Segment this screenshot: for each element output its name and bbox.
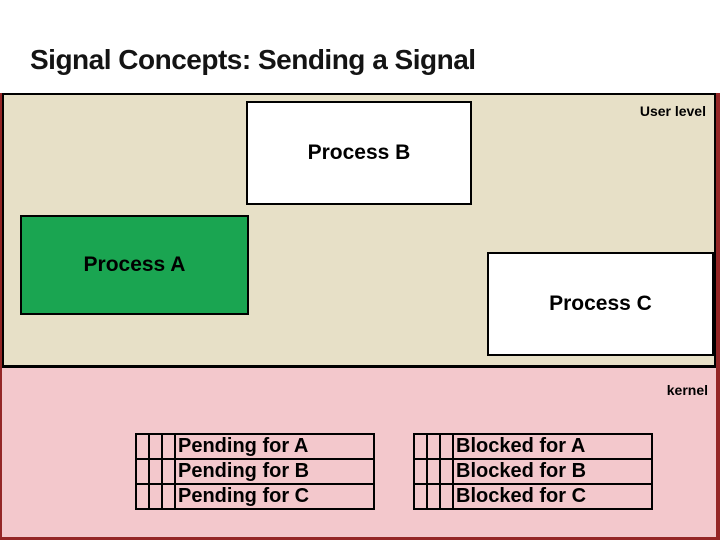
user-level-label: User level (639, 103, 706, 119)
table-row: Blocked for B (413, 458, 653, 485)
process-b-label: Process B (307, 141, 411, 164)
slide-title: Signal Concepts: Sending a Signal (30, 44, 476, 75)
pending-row-label: Pending for A (174, 433, 375, 460)
signal-slot-cell (135, 433, 150, 460)
signal-slot-cell (426, 433, 441, 460)
signal-slot-cell (413, 483, 428, 510)
signal-slot-cell (413, 433, 428, 460)
signal-slot-cell (135, 483, 150, 510)
table-row: Blocked for A (413, 433, 653, 460)
pending-row-label: Pending for B (174, 458, 375, 485)
table-row: Blocked for C (413, 483, 653, 510)
blocked-signals-table: Blocked for A Blocked for B Blocked for … (413, 433, 653, 510)
process-b-box: Process B (246, 101, 472, 205)
table-row: Pending for C (135, 483, 375, 510)
pending-signals-table: Pending for A Pending for B Pending for … (135, 433, 375, 510)
signal-slot-cell (161, 483, 176, 510)
blocked-row-label: Blocked for A (452, 433, 653, 460)
signal-slot-cell (426, 483, 441, 510)
kernel-label: kernel (666, 382, 708, 398)
blocked-row-label: Blocked for B (452, 458, 653, 485)
signal-slot-cell (426, 458, 441, 485)
signal-slot-cell (413, 458, 428, 485)
table-row: Pending for A (135, 433, 375, 460)
signal-slot-cell (148, 433, 163, 460)
content-frame: User level Process B Process A Process C… (0, 93, 720, 540)
signal-slot-cell (148, 458, 163, 485)
pending-row-label: Pending for C (174, 483, 375, 510)
process-c-box: Process C (487, 252, 714, 356)
process-a-box: Process A (20, 215, 249, 315)
signal-slot-cell (439, 433, 454, 460)
signal-slot-cell (135, 458, 150, 485)
kernel-region: kernel Pending for A Pending for B (2, 367, 716, 537)
blocked-row-label: Blocked for C (452, 483, 653, 510)
user-level-region: User level Process B Process A Process C (2, 93, 716, 367)
process-a-label: Process A (83, 253, 186, 276)
signal-slot-cell (161, 458, 176, 485)
process-c-label: Process C (549, 292, 652, 315)
signal-slot-cell (439, 483, 454, 510)
signal-slot-cell (161, 433, 176, 460)
signal-slot-cell (439, 458, 454, 485)
table-row: Pending for B (135, 458, 375, 485)
signal-slot-cell (148, 483, 163, 510)
